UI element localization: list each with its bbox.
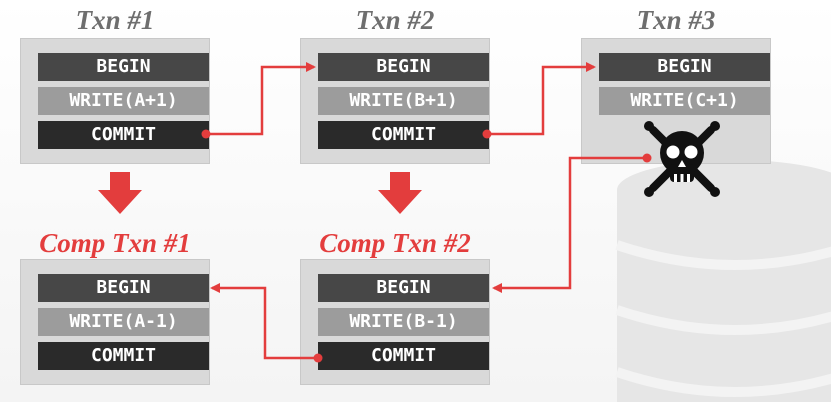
txn-2-begin: BEGIN xyxy=(318,53,489,81)
comp-txn-2-title: Comp Txn #2 xyxy=(319,228,471,258)
txn-3-begin: BEGIN xyxy=(599,53,770,81)
comp-txn-2-panel: BEGIN WRITE(B-1) COMMIT xyxy=(300,259,490,385)
comp-txn-1-panel: BEGIN WRITE(A-1) COMMIT xyxy=(20,259,210,385)
txn-3-panel: BEGIN WRITE(C+1) xyxy=(581,38,771,164)
txn-1-commit: COMMIT xyxy=(38,121,209,149)
comp-txn-2-begin: BEGIN xyxy=(318,274,489,302)
txn-2-write: WRITE(B+1) xyxy=(318,87,489,115)
comp-txn-2-write: WRITE(B-1) xyxy=(318,308,489,336)
txn-3-write: WRITE(C+1) xyxy=(599,87,770,115)
arrow-down-icon xyxy=(98,172,142,214)
arrow-down-icon xyxy=(378,172,422,214)
txn-1-panel: BEGIN WRITE(A+1) COMMIT xyxy=(20,38,210,164)
txn-2-panel: BEGIN WRITE(B+1) COMMIT xyxy=(300,38,490,164)
txn-3-title: Txn #3 xyxy=(636,5,716,35)
txn-2-title: Txn #2 xyxy=(355,5,435,35)
skull-crossbones-icon xyxy=(644,121,720,197)
comp-txn-1-title: Comp Txn #1 xyxy=(39,228,191,258)
comp-txn-1-commit: COMMIT xyxy=(38,342,209,370)
txn-1-begin: BEGIN xyxy=(38,53,209,81)
txn-1-write: WRITE(A+1) xyxy=(38,87,209,115)
comp-txn-1-write: WRITE(A-1) xyxy=(38,308,209,336)
comp-txn-2-commit: COMMIT xyxy=(318,342,489,370)
txn-1-title: Txn #1 xyxy=(75,5,155,35)
txn-2-commit: COMMIT xyxy=(318,121,489,149)
comp-txn-1-begin: BEGIN xyxy=(38,274,209,302)
